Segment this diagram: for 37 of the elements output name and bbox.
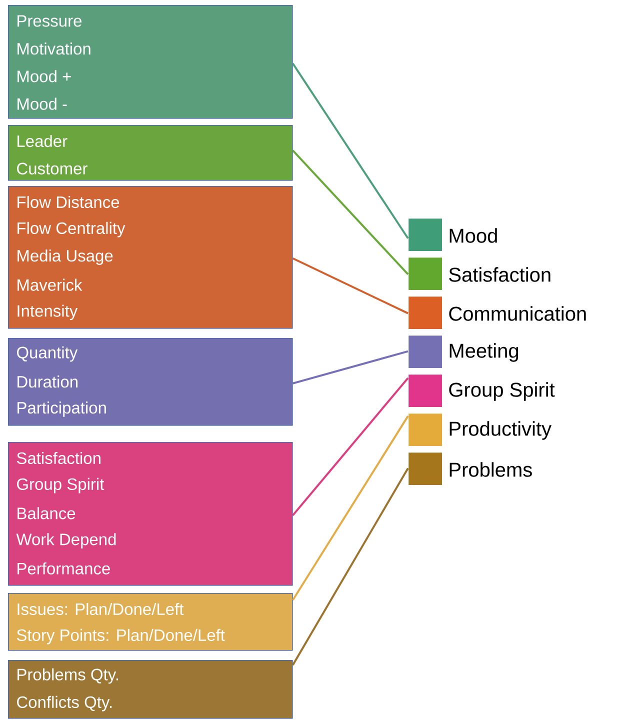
metric-label: Maverick: [18, 278, 82, 291]
metric-label: Story Points: Plan/Done/Left: [16, 628, 225, 644]
metric-label: Balance: [18, 507, 76, 520]
metric-label: Conflicts Qty.: [17, 696, 112, 712]
connector-line: [292, 150, 409, 275]
metric-label: Motivation: [18, 42, 90, 55]
category-label: Mood: [450, 228, 497, 243]
metric-label: Group Spirit: [17, 478, 104, 494]
metric-label: Performance: [18, 562, 110, 574]
category-label: Problems: [450, 462, 532, 477]
metric-label: Mood +: [18, 70, 71, 82]
metric-label: Problems Qty.: [18, 668, 118, 684]
metric-label: Intensity: [18, 304, 78, 320]
connector-line: [292, 350, 408, 384]
connector-line: [292, 468, 409, 666]
metric-label: Flow Centrality: [18, 222, 126, 238]
metric-label: Customer: [17, 162, 88, 174]
metric-label: Quantity: [16, 346, 78, 362]
connector-line: [292, 416, 409, 601]
connector-line: [292, 62, 409, 239]
metric-label: Participation: [18, 402, 106, 417]
category-label: Meeting: [450, 343, 518, 362]
category-label: Group Spirit: [449, 382, 555, 401]
metric-label: Work Depend: [16, 533, 116, 548]
metric-label: Duration: [18, 376, 78, 388]
metric-label: Leader: [18, 134, 68, 148]
category-label: Satisfaction: [449, 267, 550, 282]
category-label: Communication: [449, 306, 586, 321]
connector-line: [292, 377, 409, 516]
metric-label: Issues: Plan/Done/Left: [18, 602, 184, 616]
metric-label: Media Usage: [18, 250, 113, 265]
category-label: Productivity: [450, 421, 552, 440]
metric-label: Satisfaction: [16, 452, 100, 464]
metric-label: Mood -: [18, 98, 67, 110]
metric-label: Pressure: [18, 15, 82, 27]
metric-label: Flow Distance: [18, 196, 120, 208]
connector-line: [292, 258, 408, 314]
